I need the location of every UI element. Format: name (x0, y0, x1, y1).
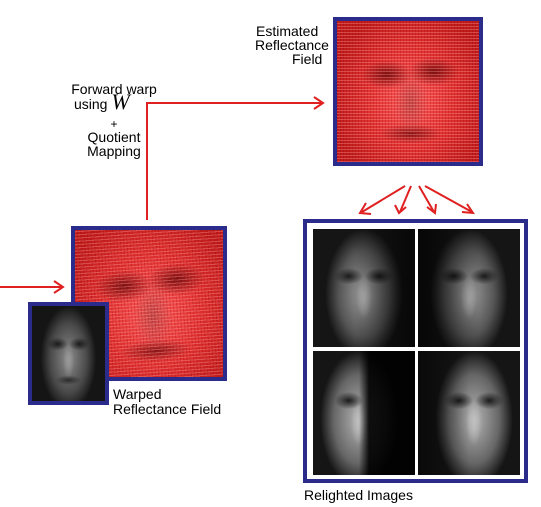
spread-arrow-4 (424, 185, 473, 213)
spread-arrow-2 (399, 185, 412, 213)
relighted-images-label: Relighted Images (304, 487, 413, 503)
spread-arrow-1 (361, 185, 406, 213)
relighted-face-4 (418, 351, 520, 475)
estimated-label-line2: Reflectance (255, 37, 329, 53)
warped-label-line2: Reflectance Field (113, 401, 222, 417)
spread-arrowhead-4 (461, 203, 475, 215)
estimated-label-line3: Field (292, 51, 323, 67)
spread-arrowhead-2 (394, 204, 407, 215)
relighted-image-3 (313, 351, 415, 475)
w-symbol: W (111, 89, 130, 114)
relighted-face-1 (313, 229, 415, 347)
incoming-arrowhead (53, 280, 65, 294)
relighted-images-frame (303, 219, 528, 483)
red-face-map (337, 21, 479, 162)
input-face-photo (32, 306, 105, 401)
relighted-image-1 (313, 229, 415, 347)
relighted-face-3 (313, 351, 415, 475)
relighted-image-2 (418, 229, 520, 347)
forward-warp-label: Forward warp (71, 81, 157, 97)
mapping-label: Mapping (87, 143, 141, 159)
spread-arrowhead-1 (358, 202, 372, 215)
relighted-face-2 (418, 229, 520, 347)
plus-label: + (110, 117, 118, 131)
using-text: using (74, 96, 108, 112)
forward-warp-arrowhead (313, 96, 325, 110)
quotient-label: Quotient (87, 129, 141, 145)
estimated-reflectance-field-image (333, 17, 483, 166)
warped-label-line1: Warped (113, 386, 162, 402)
input-face-image (28, 302, 109, 405)
estimated-label-line1: Estimated (256, 23, 319, 39)
relighted-image-4 (418, 351, 520, 475)
spread-arrowhead-3 (426, 203, 437, 215)
spread-arrow-3 (418, 185, 435, 213)
forward-warp-arrow (146, 102, 322, 220)
using-label: using W (74, 91, 130, 117)
